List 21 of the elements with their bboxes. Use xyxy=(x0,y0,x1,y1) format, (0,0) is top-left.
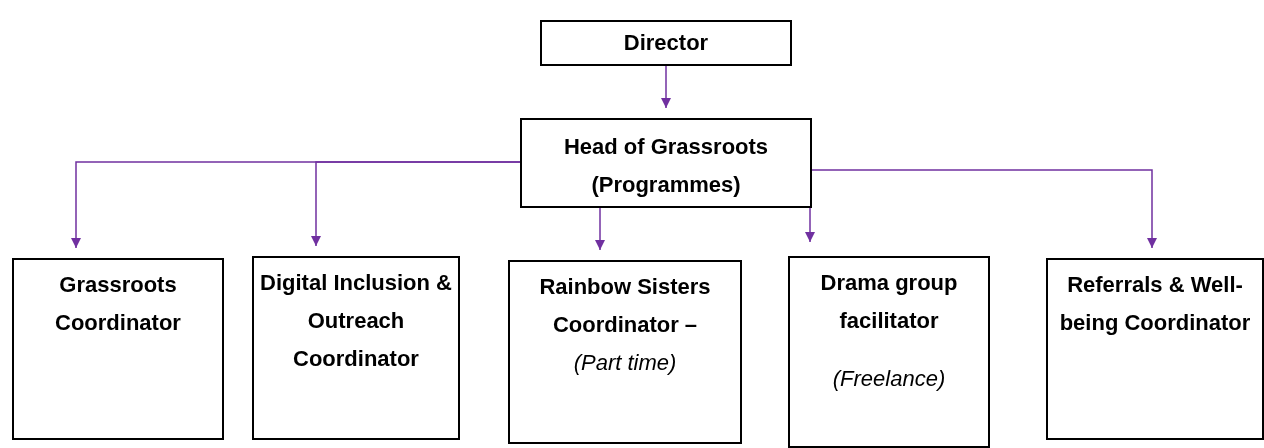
connector-arrow xyxy=(804,207,816,243)
role-title: Drama group facilitator xyxy=(819,269,959,335)
role-title: Grassroots Coordinator xyxy=(54,271,182,337)
role-box xyxy=(540,20,792,66)
role-box xyxy=(12,258,224,440)
connector-arrow xyxy=(811,169,1158,249)
role-box xyxy=(520,118,812,208)
role-box xyxy=(508,260,742,444)
role-title: Rainbow Sisters Coordinator – xyxy=(538,273,712,339)
role-box xyxy=(1046,258,1264,440)
connector-arrow xyxy=(310,161,521,247)
role-box xyxy=(788,256,990,448)
connector-arrow xyxy=(660,65,672,109)
role-note: (Freelance) xyxy=(832,365,946,393)
connector-arrow xyxy=(594,207,606,251)
role-box xyxy=(252,256,460,440)
role-title: Digital Inclusion & Outreach Coordinator xyxy=(259,269,453,373)
role-title: Referrals & Well-being Coordinator xyxy=(1058,271,1252,337)
role-note: (Part time) xyxy=(573,349,677,377)
role-title: Director xyxy=(623,29,709,57)
role-title: Head of Grassroots (Programmes) xyxy=(562,133,770,199)
